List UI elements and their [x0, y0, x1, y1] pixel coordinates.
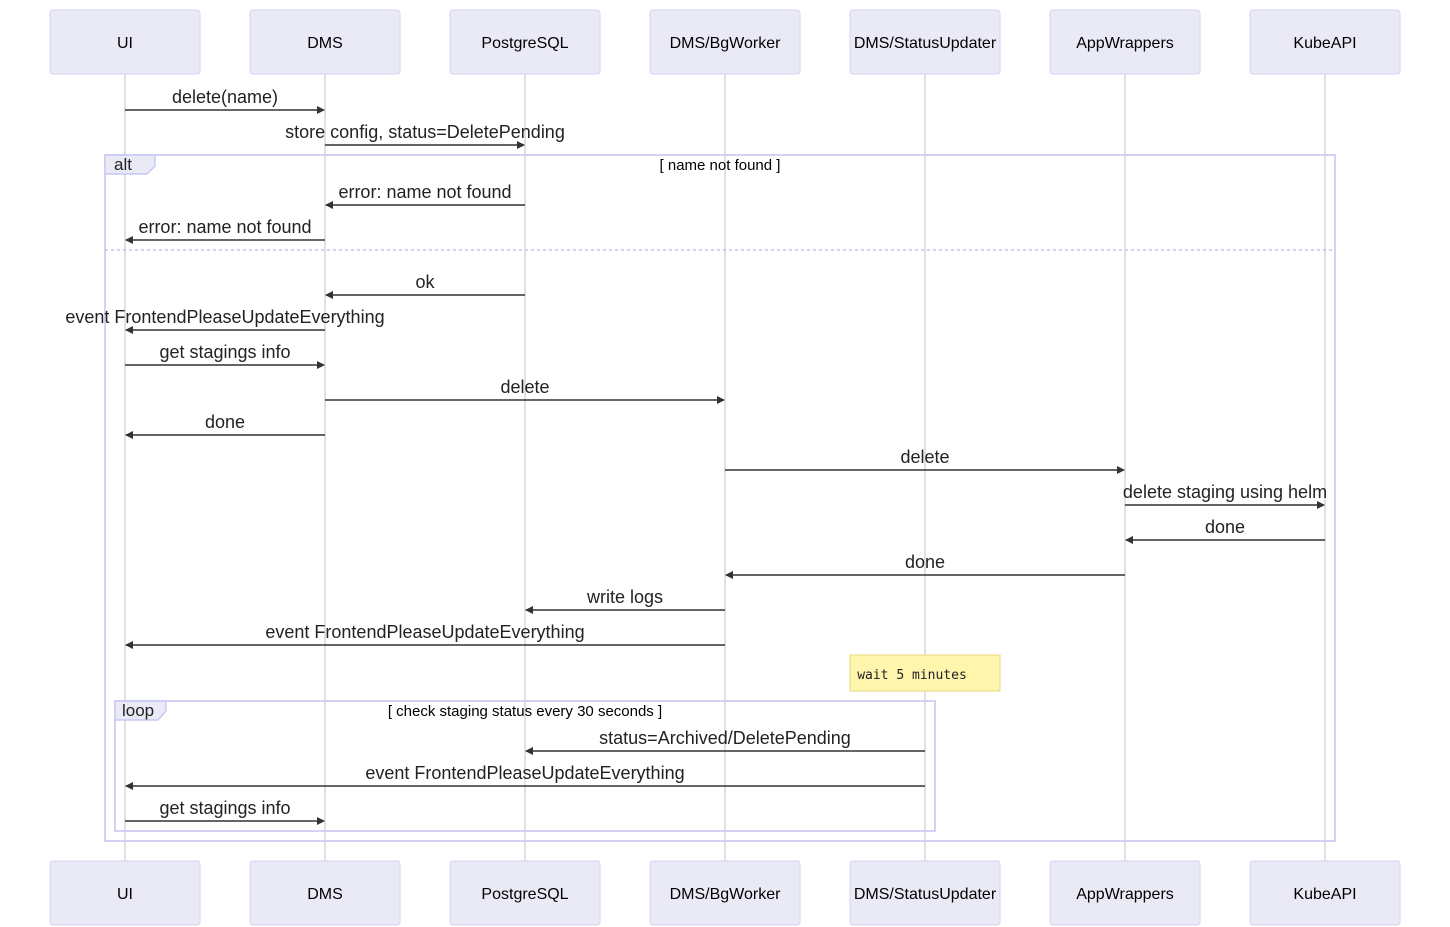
message-3: error: name not found [325, 182, 525, 209]
message-label: error: name not found [338, 182, 511, 202]
message-17: event FrontendPleaseUpdateEverything [125, 763, 925, 790]
message-label: delete [900, 447, 949, 467]
loop-frame: loop [ check staging status every 30 sec… [114, 700, 936, 832]
actor-box [849, 9, 1001, 75]
actor-box [449, 860, 601, 926]
actor-bottom-appwrappers: AppWrappers [1049, 860, 1201, 926]
actor-label: DMS/StatusUpdater [854, 886, 997, 903]
message-label: delete staging using helm [1123, 482, 1327, 502]
message-label: done [1205, 517, 1245, 537]
actor-bottom-dms-bgworker: DMS/BgWorker [649, 860, 801, 926]
message-9: done [125, 412, 325, 439]
message-label: done [205, 412, 245, 432]
actor-bottom-kubeapi: KubeAPI [1249, 860, 1401, 926]
loop-frame-condition: [ check staging status every 30 seconds … [388, 703, 662, 720]
message-14: write logs [525, 587, 725, 614]
actor-label: DMS/StatusUpdater [854, 35, 997, 52]
message-label: error: name not found [138, 217, 311, 237]
message-15: event FrontendPleaseUpdateEverything [125, 622, 725, 649]
actor-box [249, 9, 401, 75]
actor-bottom-dms: DMS [249, 860, 401, 926]
actor-box [1249, 860, 1401, 926]
actor-label: DMS/BgWorker [670, 35, 782, 52]
message-label: write logs [586, 587, 663, 607]
message-label: delete(name) [172, 87, 278, 107]
alt-frame: alt [ name not found ] [104, 154, 1336, 842]
actor-box [1049, 9, 1201, 75]
message-label: get stagings info [159, 798, 290, 818]
actor-label: PostgreSQL [481, 35, 568, 52]
note-text: wait 5 minutes [857, 668, 967, 683]
actor-top-dms-statusupdater: DMS/StatusUpdater [849, 9, 1001, 75]
message-label: store config, status=DeletePending [285, 122, 565, 142]
message-13: done [725, 552, 1125, 579]
loop-frame-label: loop [122, 701, 154, 720]
message-11: delete staging using helm [1123, 482, 1327, 509]
message-label: delete [500, 377, 549, 397]
message-18: get stagings info [125, 798, 325, 825]
actor-label: PostgreSQL [481, 886, 568, 903]
message-4: error: name not found [125, 217, 325, 244]
note: wait 5 minutes [849, 654, 1001, 692]
alt-frame-condition: [ name not found ] [660, 157, 781, 174]
actor-bottom-ui: UI [49, 860, 201, 926]
message-label: event FrontendPleaseUpdateEverything [65, 307, 384, 327]
actor-label: DMS [307, 35, 343, 52]
actor-label: DMS [307, 886, 343, 903]
actor-box [49, 860, 201, 926]
actor-bottom-dms-statusupdater: DMS/StatusUpdater [849, 860, 1001, 926]
actor-box [49, 9, 201, 75]
actor-top-kubeapi: KubeAPI [1249, 9, 1401, 75]
actor-box [849, 860, 1001, 926]
message-16: status=Archived/DeletePending [525, 728, 925, 755]
actor-box [1049, 860, 1201, 926]
actor-top-appwrappers: AppWrappers [1049, 9, 1201, 75]
message-label: event FrontendPleaseUpdateEverything [265, 622, 584, 642]
actor-box [1249, 9, 1401, 75]
actor-box [649, 860, 801, 926]
message-label: status=Archived/DeletePending [599, 728, 851, 748]
message-10: delete [725, 447, 1125, 474]
actor-top-dms-bgworker: DMS/BgWorker [649, 9, 801, 75]
message-2: store config, status=DeletePending [285, 122, 565, 149]
actor-bottom-postgresql: PostgreSQL [449, 860, 601, 926]
actor-label: UI [117, 35, 133, 52]
actor-top-ui: UI [49, 9, 201, 75]
actor-label: UI [117, 886, 133, 903]
actor-label: KubeAPI [1293, 886, 1356, 903]
message-7: get stagings info [125, 342, 325, 369]
actor-label: KubeAPI [1293, 35, 1356, 52]
actor-box [249, 860, 401, 926]
actor-box [649, 9, 801, 75]
message-label: ok [415, 272, 435, 292]
actor-top-dms: DMS [249, 9, 401, 75]
message-label: get stagings info [159, 342, 290, 362]
alt-frame-label: alt [114, 155, 132, 174]
message-5: ok [325, 272, 525, 299]
message-label: event FrontendPleaseUpdateEverything [365, 763, 684, 783]
message-12: done [1125, 517, 1325, 544]
actor-top-postgresql: PostgreSQL [449, 9, 601, 75]
message-label: done [905, 552, 945, 572]
message-6: event FrontendPleaseUpdateEverything [65, 307, 385, 334]
actor-label: AppWrappers [1076, 35, 1174, 52]
actor-box [449, 9, 601, 75]
message-1: delete(name) [125, 87, 325, 114]
message-8: delete [325, 377, 725, 404]
actor-label: DMS/BgWorker [670, 886, 782, 903]
actor-label: AppWrappers [1076, 886, 1174, 903]
